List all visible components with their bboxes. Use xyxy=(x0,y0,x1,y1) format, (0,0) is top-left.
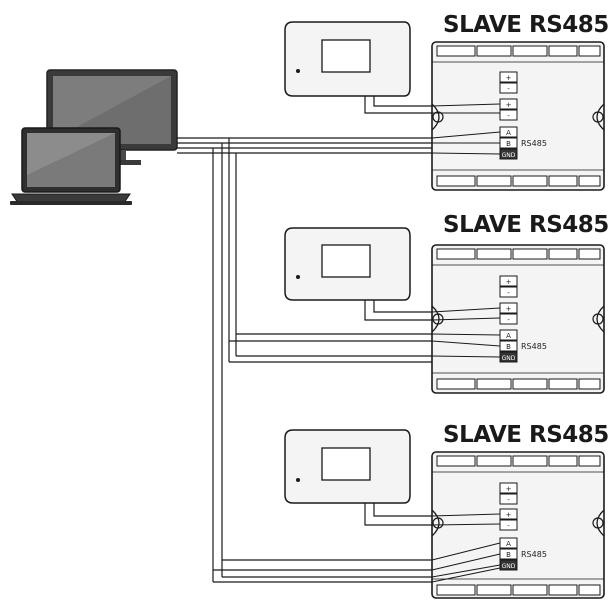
rs485-label: RS485 xyxy=(521,342,547,351)
terminal-label: B xyxy=(506,343,511,351)
terminal-label: + xyxy=(506,101,512,109)
rs485-label: RS485 xyxy=(521,550,547,559)
slave-unit-1: SLAVE RS485 xyxy=(284,12,609,191)
controller-module-icon: + - + - A B GND RS485 xyxy=(431,451,605,599)
controller-module-icon: + - + - A B GND RS485 xyxy=(431,244,605,394)
terminal-label: - xyxy=(507,522,510,530)
slave-unit-2: SLAVE RS485 xyxy=(284,212,609,394)
terminal-label: GND xyxy=(502,152,516,159)
terminal-label: + xyxy=(506,485,512,493)
terminal-label: - xyxy=(507,112,510,120)
display-panel-icon xyxy=(284,227,432,321)
terminal-label: - xyxy=(507,289,510,297)
laptop-icon xyxy=(10,127,132,205)
terminal-label: - xyxy=(507,496,510,504)
rs485-label: RS485 xyxy=(521,139,547,148)
terminal-label: + xyxy=(506,511,512,519)
terminal-label: A xyxy=(506,540,511,548)
slave-title-1: SLAVE RS485 xyxy=(443,12,609,38)
terminal-label: + xyxy=(506,305,512,313)
terminal-label: B xyxy=(506,140,511,148)
terminal-label: GND xyxy=(502,563,516,570)
bus-wires xyxy=(177,137,432,583)
terminal-label: + xyxy=(506,278,512,286)
slave-unit-3: SLAVE RS485 xyxy=(284,422,609,599)
terminal-label: - xyxy=(507,85,510,93)
terminal-label: GND xyxy=(502,355,516,362)
terminal-label: A xyxy=(506,332,511,340)
computer-group xyxy=(10,69,178,205)
slave-title-3: SLAVE RS485 xyxy=(443,422,609,448)
display-panel-icon xyxy=(284,429,432,526)
terminal-label: + xyxy=(506,74,512,82)
controller-module-icon: + - + - A B GND RS485 xyxy=(431,41,605,191)
display-panel-icon xyxy=(284,21,432,114)
terminal-label: - xyxy=(507,316,510,324)
slave-title-2: SLAVE RS485 xyxy=(443,212,609,238)
terminal-label: B xyxy=(506,551,511,559)
terminal-label: A xyxy=(506,129,511,137)
